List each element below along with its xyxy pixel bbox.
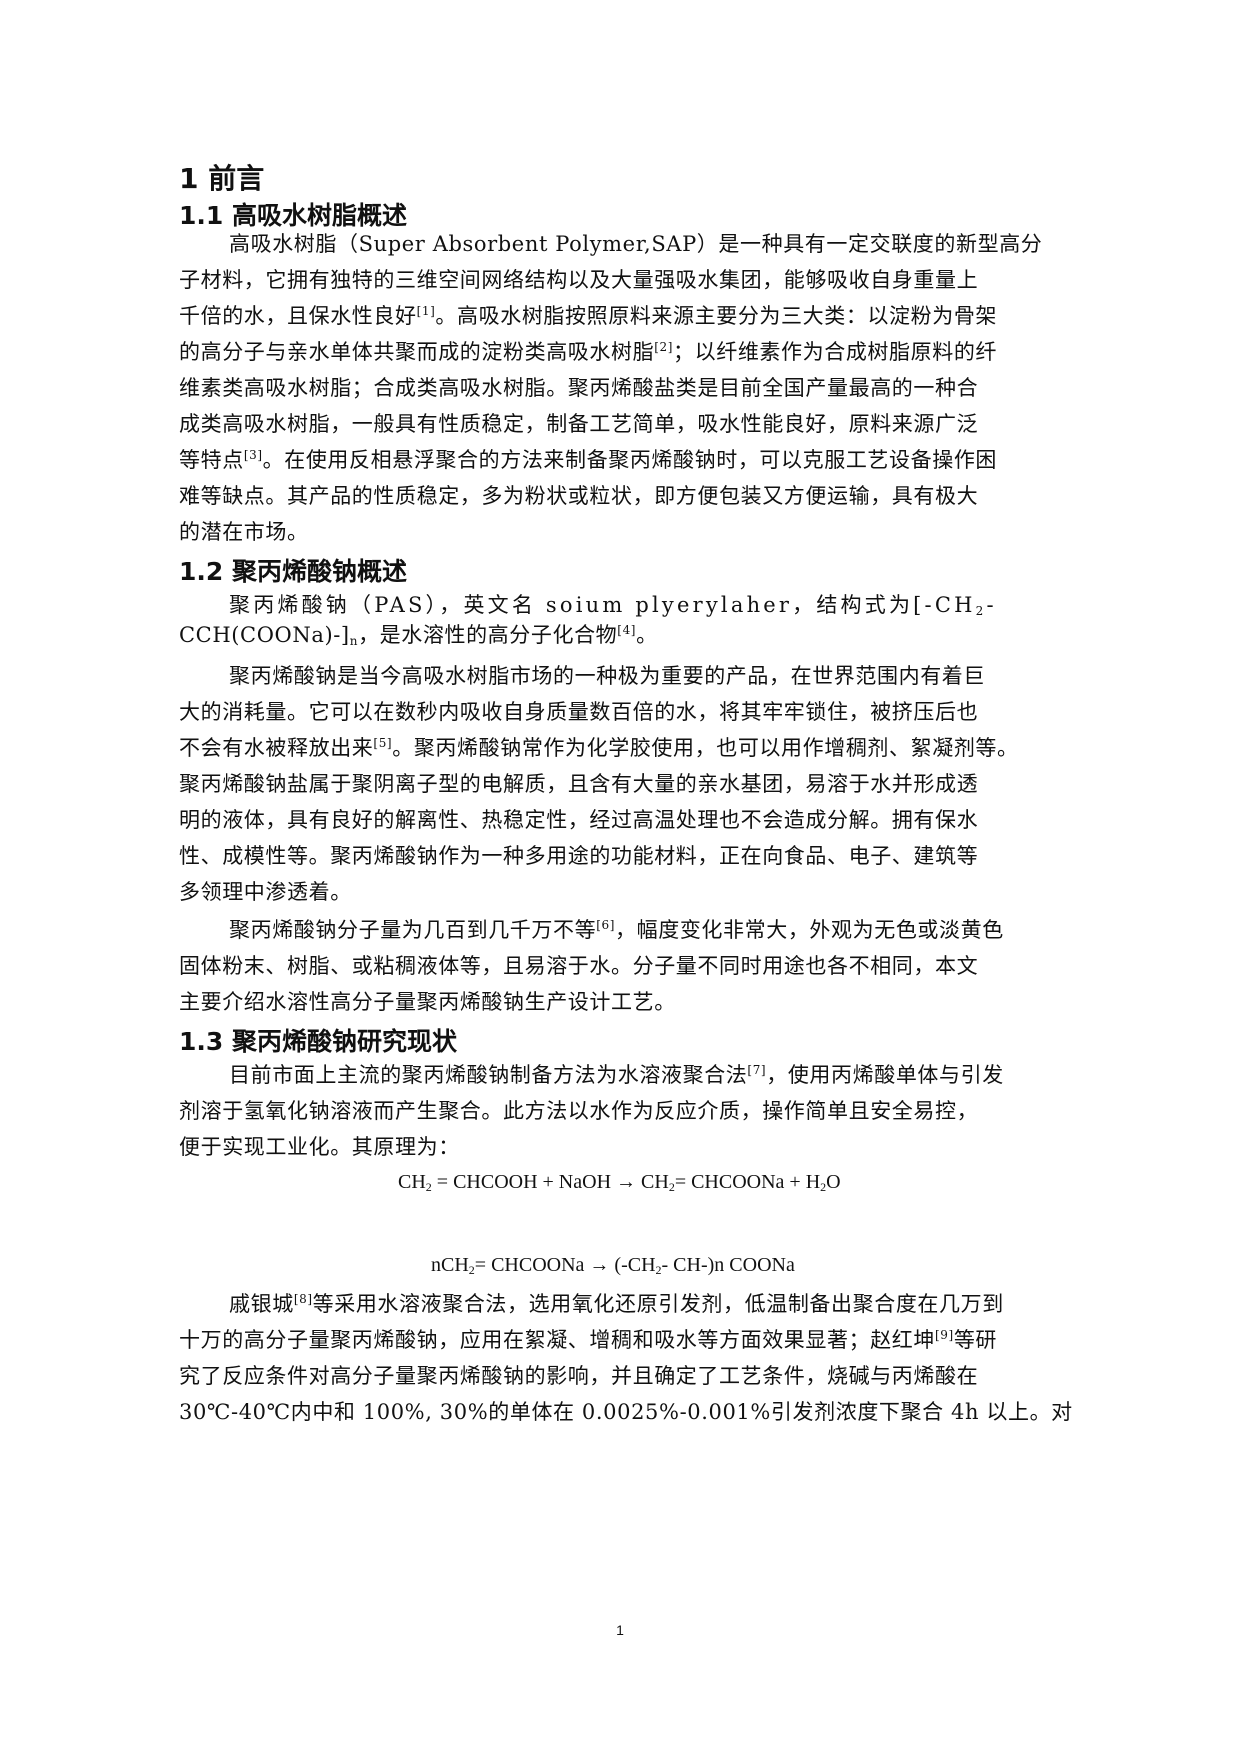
- paragraph-line: 便于实现工业化。其原理为：: [179, 1135, 460, 1159]
- paragraph-line: 子材料，它拥有独特的三维空间网络结构以及大量强吸水集团，能够吸收自身重量上: [179, 268, 979, 292]
- paragraph-line: 千倍的水，且保水性良好[1]。高吸水树脂按照原料来源主要分为三大类：以淀粉为骨架: [179, 304, 998, 328]
- citation-ref[interactable]: [8]: [293, 1292, 313, 1306]
- paragraph-line: 聚丙烯酸钠盐属于聚阴离子型的电解质，且含有大量的亲水基团，易溶于水并形成透: [179, 772, 979, 796]
- paragraph-line: 剂溶于氢氧化钠溶液而产生聚合。此方法以水作为反应介质，操作简单且安全易控，: [179, 1099, 979, 1123]
- citation-ref[interactable]: [9]: [935, 1328, 954, 1342]
- equation-neutralization: CH2 = CHCOOH + NaOH → CH2= CHCOONa + H2O: [398, 1171, 841, 1194]
- paragraph-line: 性、成模性等。聚丙烯酸钠作为一种多用途的功能材料，正在向食品、电子、建筑等: [179, 844, 979, 868]
- equation-polymerization: nCH2= CHCOONa → (-CH2- CH-)n COONa: [431, 1254, 795, 1277]
- paragraph-line: CCH(COONa)-]n，是水溶性的高分子化合物[4]。: [179, 623, 658, 648]
- paragraph-line: 究了反应条件对高分子量聚丙烯酸钠的影响，并且确定了工艺条件，烧碱与丙烯酸在: [179, 1364, 979, 1388]
- citation-ref[interactable]: [1]: [416, 304, 436, 318]
- paragraph-line: 目前市面上主流的聚丙烯酸钠制备方法为水溶液聚合法[7]，使用丙烯酸单体与引发: [229, 1063, 1004, 1087]
- paragraph-line: 大的消耗量。它可以在数秒内吸收自身质量数百倍的水，将其牢牢锁住，被挤压后也: [179, 700, 979, 724]
- paragraph-line: 成类高吸水树脂，一般具有性质稳定，制备工艺简单，吸水性能良好，原料来源广泛: [179, 412, 979, 436]
- paragraph-line: 多领理中渗透着。: [179, 880, 352, 904]
- citation-ref[interactable]: [2]: [654, 340, 674, 354]
- paragraph-line: 聚丙烯酸钠（PAS），英文名 soium plyerylaher，结构式为[-C…: [229, 593, 997, 618]
- paragraph-line: 主要介绍水溶性高分子量聚丙烯酸钠生产设计工艺。: [179, 990, 676, 1014]
- paragraph-line: 维素类高吸水树脂；合成类高吸水树脂。聚丙烯酸盐类是目前全国产量最高的一种合: [179, 376, 979, 400]
- paragraph-line: 难等缺点。其产品的性质稳定，多为粉状或粒状，即方便包装又方便运输，具有极大: [179, 484, 979, 508]
- paragraph-line: 等特点[3]。在使用反相悬浮聚合的方法来制备聚丙烯酸钠时，可以克服工艺设备操作困: [179, 448, 998, 472]
- citation-ref[interactable]: [5]: [373, 736, 393, 750]
- citation-ref[interactable]: [6]: [596, 918, 616, 932]
- paragraph-line: 30℃-40℃内中和 100%, 30%的单体在 0.0025%-0.001%引…: [179, 1400, 1073, 1424]
- paragraph-line: 十万的高分子量聚丙烯酸钠，应用在絮凝、增稠和吸水等方面效果显著；赵红坤[9]等研: [179, 1328, 998, 1352]
- paragraph-line: 的潜在市场。: [179, 520, 309, 544]
- section-heading-1-1: 1.1 高吸水树脂概述: [179, 201, 407, 230]
- citation-ref[interactable]: [3]: [243, 448, 263, 462]
- citation-ref[interactable]: [7]: [747, 1063, 767, 1077]
- paragraph-line: 聚丙烯酸钠分子量为几百到几千万不等[6]，幅度变化非常大，外观为无色或淡黄色: [229, 918, 1004, 942]
- page-number: 1: [616, 1622, 624, 1638]
- citation-ref[interactable]: [4]: [617, 623, 637, 637]
- paragraph-line: 固体粉末、树脂、或粘稠液体等，且易溶于水。分子量不同时用途也各不相同，本文: [179, 954, 979, 978]
- section-heading-1-2: 1.2 聚丙烯酸钠概述: [179, 557, 407, 586]
- paragraph-line: 的高分子与亲水单体共聚而成的淀粉类高吸水树脂[2]；以纤维素作为合成树脂原料的纤: [179, 340, 998, 364]
- paragraph-line: 戚银城[8]等采用水溶液聚合法，选用氧化还原引发剂，低温制备出聚合度在几万到: [229, 1292, 1004, 1316]
- section-heading-1-3: 1.3 聚丙烯酸钠研究现状: [179, 1027, 457, 1056]
- chapter-title: 1 前言: [179, 162, 265, 195]
- paragraph-line: 明的液体，具有良好的解离性、热稳定性，经过高温处理也不会造成分解。拥有保水: [179, 808, 979, 832]
- paragraph-line: 高吸水树脂（Super Absorbent Polymer,SAP）是一种具有一…: [229, 232, 1043, 256]
- paragraph-line: 不会有水被释放出来[5]。聚丙烯酸钠常作为化学胶使用，也可以用作增稠剂、絮凝剂等…: [179, 736, 1019, 760]
- paragraph-line: 聚丙烯酸钠是当今高吸水树脂市场的一种极为重要的产品，在世界范围内有着巨: [229, 664, 985, 688]
